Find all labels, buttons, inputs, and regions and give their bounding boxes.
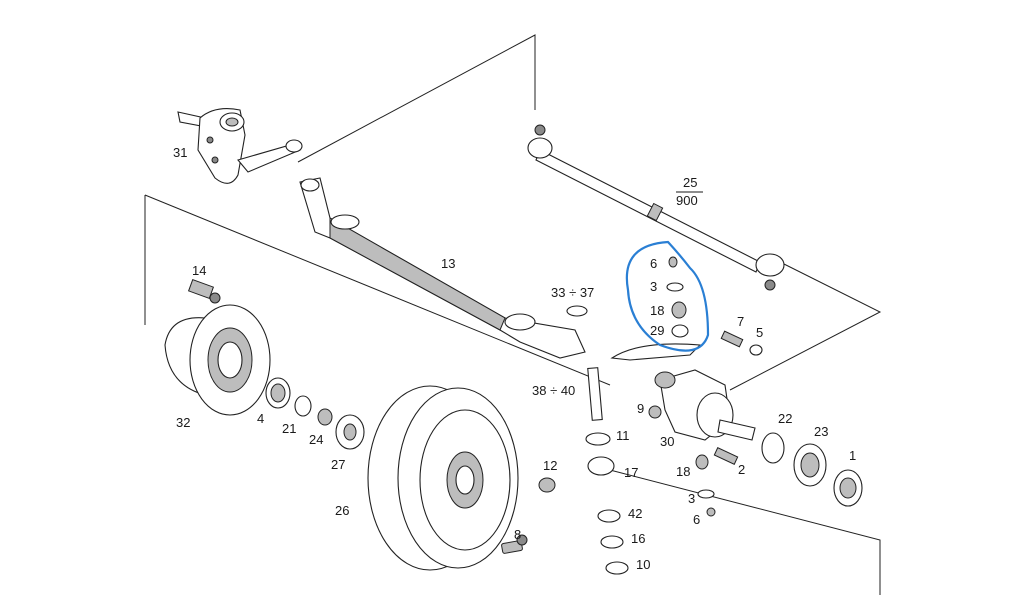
callout-26: 26 <box>335 503 349 518</box>
callout-18-top: 18 <box>650 303 664 318</box>
callout-42: 42 <box>628 506 642 521</box>
small-fastener-parts[interactable] <box>648 330 763 517</box>
callout-22: 22 <box>778 411 792 426</box>
callout-14: 14 <box>192 263 206 278</box>
callout-17: 17 <box>624 465 638 480</box>
callout-12: 12 <box>543 458 557 473</box>
callout-38-40: 38 ÷ 40 <box>532 383 575 398</box>
bolt-8-part[interactable] <box>501 534 528 554</box>
callout-10: 10 <box>636 557 650 572</box>
highlighted-part-group[interactable] <box>625 240 710 352</box>
callout-25: 25 <box>683 175 697 190</box>
callout-21: 21 <box>282 421 296 436</box>
callout-27: 27 <box>331 457 345 472</box>
callout-1: 1 <box>849 448 856 463</box>
nut-12-part[interactable] <box>538 477 556 493</box>
brake-drum-part[interactable] <box>367 385 519 571</box>
callout-31: 31 <box>173 145 187 160</box>
callout-2: 2 <box>738 462 745 477</box>
stub-axle-part[interactable] <box>610 343 756 441</box>
hub-bearing-set[interactable] <box>265 377 365 450</box>
callout-24: 24 <box>309 432 323 447</box>
highlight-circle <box>625 240 710 352</box>
steering-knuckle-arm-part[interactable] <box>177 108 303 184</box>
callout-3-bottom: 3 <box>688 491 695 506</box>
callout-8: 8 <box>514 527 521 542</box>
callout-6-bottom: 6 <box>693 512 700 527</box>
kingpin-part[interactable] <box>566 305 629 575</box>
callout-labels: 31 13 25 900 14 33 ÷ 37 6 3 18 29 7 5 38… <box>173 145 856 572</box>
callout-11: 11 <box>616 428 630 443</box>
callout-23: 23 <box>814 424 828 439</box>
callout-13: 13 <box>441 256 455 271</box>
callout-6-top: 6 <box>650 256 657 271</box>
callout-33-37: 33 ÷ 37 <box>551 285 594 300</box>
spindle-bearing-set[interactable] <box>761 432 863 507</box>
tie-rod-part[interactable] <box>527 124 785 291</box>
wheel-hub-part[interactable] <box>164 304 271 416</box>
callout-32: 32 <box>176 415 190 430</box>
callout-29: 29 <box>650 323 664 338</box>
callout-9: 9 <box>637 401 644 416</box>
callout-30: 30 <box>660 434 674 449</box>
bolt-14-part[interactable] <box>187 278 221 304</box>
callout-5: 5 <box>756 325 763 340</box>
callout-4: 4 <box>257 411 264 426</box>
callout-900: 900 <box>676 193 698 208</box>
callout-3-top: 3 <box>650 279 657 294</box>
callout-18-bottom: 18 <box>676 464 690 479</box>
callout-7: 7 <box>737 314 744 329</box>
axle-beam-part[interactable] <box>299 177 586 359</box>
callout-16: 16 <box>631 531 645 546</box>
